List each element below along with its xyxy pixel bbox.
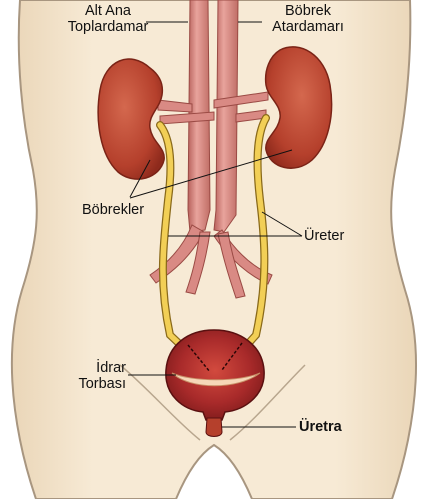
aorta	[213, 0, 239, 233]
label-alt-ana-toplardamar: Alt Ana Toplardamar	[66, 3, 150, 35]
ureter-entry-right	[221, 342, 243, 371]
leader-bobrekler-right	[129, 149, 293, 199]
groin-line-left	[119, 364, 201, 441]
ureter-left-fill	[157, 122, 208, 371]
ureter-entry-left	[187, 344, 211, 373]
kidney-left	[97, 58, 165, 180]
label-bobrek-atardamari: Böbrek Atardamarı	[260, 3, 356, 35]
urethra	[205, 417, 223, 437]
bladder-rim	[171, 372, 261, 387]
leader-ureter-right	[261, 211, 303, 237]
label-alt-ana-line2: Toplardamar	[67, 19, 149, 35]
ureter-right-fill	[225, 115, 269, 369]
label-idrar-torbasi: İdrar Torbası	[60, 360, 126, 392]
iliac-branch-right-inner	[217, 231, 246, 299]
label-bobrek-line1: Böbrek	[285, 3, 331, 19]
kidney-right	[264, 46, 333, 169]
label-idrar-line2: Torbası	[78, 376, 126, 392]
renal-vessel-right-upper	[213, 91, 269, 109]
label-uretra: Üretra	[299, 419, 342, 435]
label-alt-ana-line1: Alt Ana	[85, 3, 131, 19]
label-bobrek-line2: Atardamarı	[272, 19, 344, 35]
label-idrar-line1: İdrar	[96, 360, 126, 376]
leader-bobrekler-left	[129, 159, 151, 198]
label-bobrekler: Böbrekler	[82, 202, 145, 218]
label-ureter: Üreter	[304, 228, 345, 244]
iliac-branch-left-inner	[185, 231, 211, 295]
groin-line-right	[229, 364, 306, 441]
